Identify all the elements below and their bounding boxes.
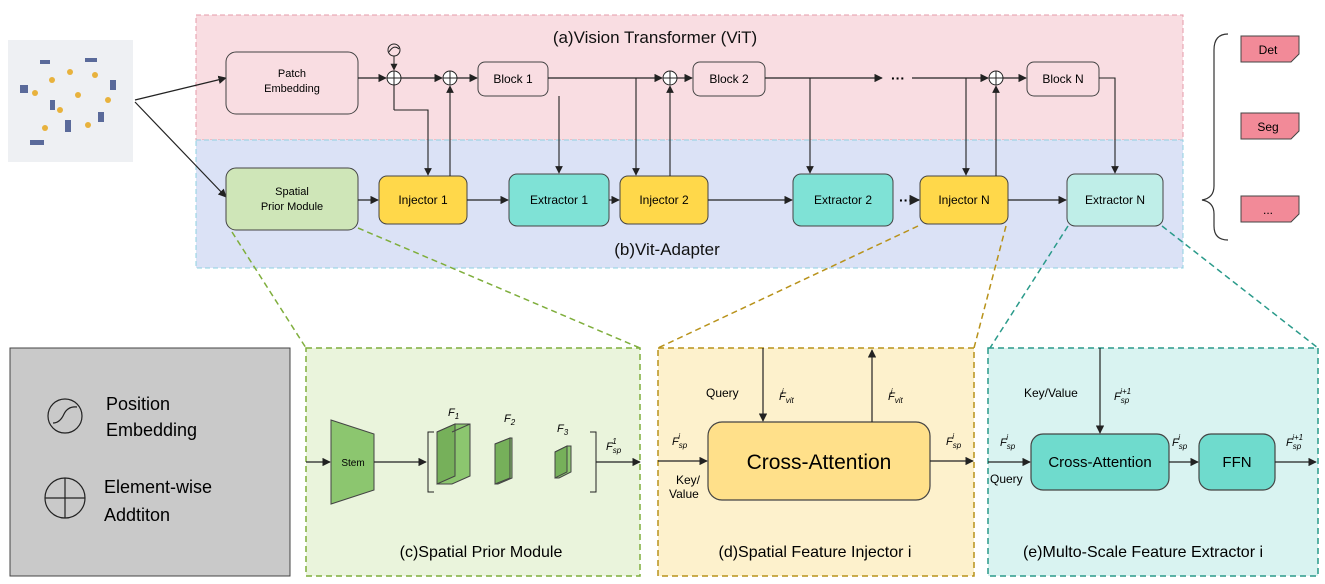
add-icon-3 <box>988 70 1004 86</box>
block1-box <box>477 61 549 97</box>
block1-label: Block 1 <box>493 72 533 86</box>
stem-box <box>330 419 375 505</box>
block2-label: Block 2 <box>709 72 749 86</box>
feature-cube-f3 <box>554 445 572 479</box>
feature-cube-f2 <box>494 437 513 485</box>
block2-box <box>692 61 766 97</box>
injector-fvit-in-label: Fviti <box>779 387 795 405</box>
extractorN-label: Extractor N <box>1085 193 1145 207</box>
feature-cube-f1 <box>436 423 471 485</box>
f2-label: F2 <box>504 413 516 427</box>
vit-ellipsis: ··· <box>891 70 905 86</box>
injector-value-label: Value <box>669 487 699 501</box>
injector-detail-title: (d)Spatial Feature Injector i <box>719 544 912 561</box>
stem-label: Stem <box>341 458 364 469</box>
spm-label-2: Prior Module <box>261 201 323 213</box>
spm-box <box>225 167 359 231</box>
patch-embedding-label-1: Patch <box>278 68 306 80</box>
injector2-label: Injector 2 <box>639 193 689 207</box>
task-seg-label: Seg <box>1257 120 1278 134</box>
extractor2-label: Extractor 2 <box>814 193 872 207</box>
extractor-key-value-label: Key/Value <box>1024 386 1078 400</box>
spm-out-label: Fsp1 <box>606 437 622 455</box>
patch-embedding-label-2: Embedding <box>264 83 320 95</box>
task-det: Det <box>1240 35 1300 63</box>
legend-position-embedding-1: Position <box>106 394 170 414</box>
adapter-title: (b)Vit-Adapter <box>614 240 720 259</box>
injector-query-label: Query <box>706 386 739 400</box>
injector-fsp-in-label: Fspi <box>672 432 688 450</box>
injector-cross-attention-label: Cross-Attention <box>747 451 892 474</box>
legend-position-embedding-2: Embedding <box>106 420 197 440</box>
add-icon-2 <box>662 70 678 86</box>
patch-embedding-box <box>225 51 359 115</box>
task-det-label: Det <box>1259 43 1278 57</box>
spm-detail-title: (c)Spatial Prior Module <box>400 544 563 561</box>
ffn-label: FFN <box>1222 454 1251 471</box>
extractor2-box <box>792 173 894 227</box>
task-brace <box>1201 33 1229 241</box>
f3-label: F3 <box>557 423 569 437</box>
input-image <box>8 40 133 162</box>
spm-label-1: Spatial <box>275 186 309 198</box>
legend-elementwise-2: Addtiton <box>104 505 170 525</box>
injector-fsp-out-label: Fspi <box>946 432 962 450</box>
extractor-detail-title: (e)Multo-Scale Feature Extractor i <box>1023 544 1263 561</box>
injector-key-label: Key/ <box>676 473 701 487</box>
injector1-label: Injector 1 <box>398 193 448 207</box>
task-other-label: ... <box>1263 203 1273 217</box>
legend-panel <box>9 347 291 577</box>
add-icon-pos <box>386 70 402 86</box>
extractor-query-label: Query <box>990 472 1023 486</box>
extractor-fsp-out-label: Fspi+1 <box>1286 433 1303 451</box>
blockN-label: Block N <box>1042 72 1083 86</box>
extractor-fsp-mid-label: Fspi <box>1172 433 1188 451</box>
extractor1-label: Extractor 1 <box>530 193 588 207</box>
f1-label: F1 <box>448 407 459 421</box>
blockN-box <box>1026 61 1100 97</box>
task-other: ... <box>1240 195 1300 223</box>
adapter-ellipsis: ··· <box>899 192 913 208</box>
extractorN-box <box>1066 173 1164 227</box>
task-seg: Seg <box>1240 112 1300 140</box>
extractor-cross-attention-label: Cross-Attention <box>1048 454 1151 471</box>
extractor-fsp-in-label: Fspi <box>1000 433 1016 451</box>
legend-position-embedding-icon <box>47 398 83 434</box>
injector-fvit-out-label: Fviti <box>888 387 904 405</box>
legend-add-icon <box>44 477 86 519</box>
vit-title: (a)Vision Transformer (ViT) <box>553 28 757 47</box>
legend-elementwise-1: Element-wise <box>104 477 212 497</box>
injectorN-label: Injector N <box>938 193 989 207</box>
add-icon-1 <box>442 70 458 86</box>
extractor-fsp-top-label: Fspi+1 <box>1114 387 1131 405</box>
